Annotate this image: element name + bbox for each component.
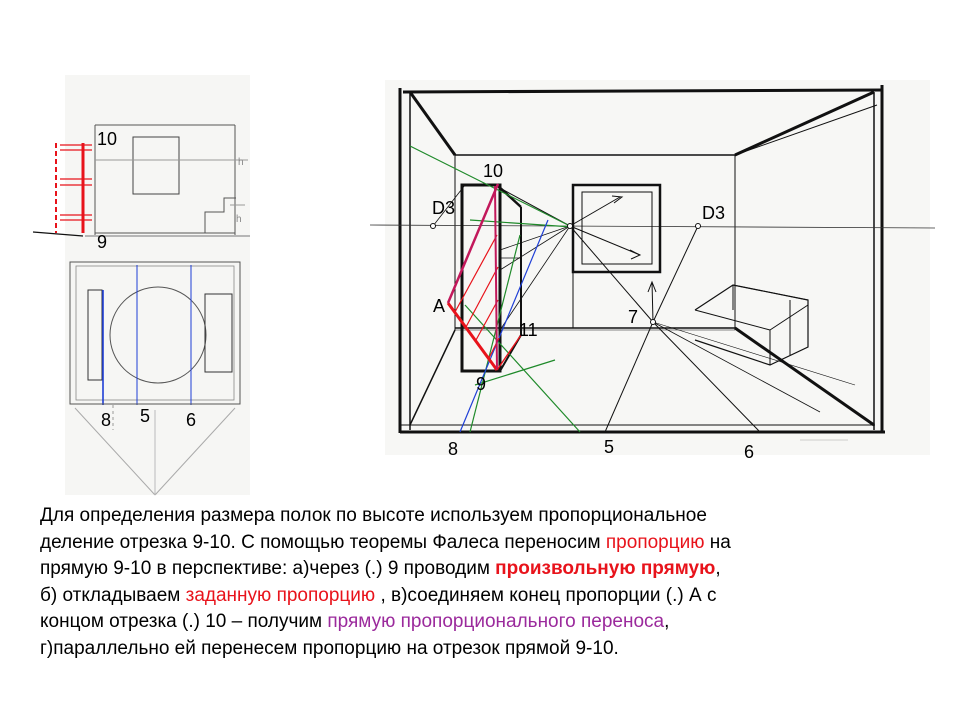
svg-text:h: h: [238, 157, 244, 168]
highlight-given-proportion: заданную пропорцию: [185, 584, 376, 606]
caption-line-4: б) откладываем заданную пропорцию , в)со…: [40, 584, 717, 606]
caption-line-1: Для определения размера полок по высоте …: [40, 505, 707, 526]
label-left-10: 10: [97, 129, 117, 149]
left-red-scale: [32, 143, 92, 237]
highlight-arbitrary-line: произвольную прямую: [495, 558, 716, 579]
label-point-7: 7: [628, 307, 638, 327]
blue-construction-line: [459, 219, 549, 433]
point-vanishing: [567, 223, 573, 229]
point-7: [650, 319, 656, 325]
caption-line-6: г)параллельно ей перенесем пропорцию на …: [40, 637, 619, 659]
left-paper: [65, 75, 250, 495]
reference-points: [430, 223, 701, 325]
point-d3-right: [695, 223, 701, 229]
label-point-5: 5: [604, 437, 614, 457]
proportion-lines: [446, 183, 522, 371]
perspective-drawing: h h: [32, 75, 936, 496]
label-point-8: 8: [448, 439, 458, 459]
caption-line-3: прямую 9-10 в перспективе: а)через (.) 9…: [40, 558, 721, 579]
point-d3-left: [430, 223, 436, 229]
plan-view: [69, 261, 241, 496]
label-left-6: 6: [186, 410, 196, 430]
label-left-5: 5: [140, 406, 150, 426]
label-d3-left: D3: [432, 198, 455, 218]
svg-text:h: h: [236, 214, 242, 225]
label-left-8: 8: [101, 410, 111, 430]
perspective-room: [369, 85, 936, 441]
right-paper: [385, 80, 930, 455]
label-point-9: 9: [476, 374, 486, 394]
green-construction-lines: [409, 145, 581, 433]
label-point-a: A: [433, 296, 445, 316]
caption-text: Для определения размера полок по высоте …: [40, 503, 930, 662]
label-d3-right: D3: [702, 203, 725, 223]
caption-line-5: концом отрезка (.) 10 – получим прямую п…: [40, 611, 670, 632]
highlight-proportion: пропорцию: [605, 531, 705, 553]
caption-line-2: деление отрезка 9-10. С помощью теоремы …: [40, 531, 731, 553]
label-point-6: 6: [744, 442, 754, 462]
label-left-9: 9: [97, 232, 107, 252]
highlight-transfer-line: прямую пропорционального переноса: [327, 611, 665, 632]
label-point-11: 11: [519, 320, 538, 340]
front-view: h h: [85, 124, 250, 237]
label-point-10: 10: [483, 161, 503, 181]
